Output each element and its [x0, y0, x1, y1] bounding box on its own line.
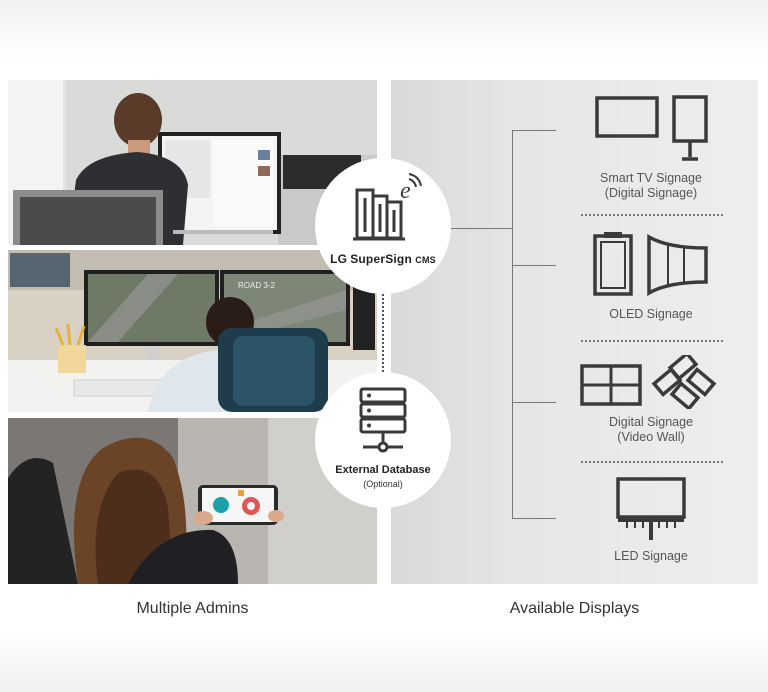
display-label-video-wall: Digital Signage (Video Wall)	[608, 415, 694, 444]
database-title: External Database	[335, 464, 431, 476]
landscape-display-icon	[595, 96, 659, 138]
photo-admin-traffic: ROAD 3-2	[8, 250, 377, 412]
caption-multiple-admins: Multiple Admins	[136, 600, 249, 617]
available-displays-panel	[391, 80, 758, 584]
separator	[581, 340, 723, 342]
cms-brand: LG	[330, 252, 348, 266]
caption-available-displays: Available Displays	[509, 600, 640, 617]
transparent-oled-icon	[593, 232, 633, 296]
video-wall-grid-icon	[580, 364, 642, 406]
building-wireless-icon: e	[353, 173, 422, 241]
database-hub: External Database (Optional)	[315, 372, 451, 508]
svg-text:e: e	[400, 178, 411, 204]
branch-video-wall	[512, 402, 556, 403]
separator	[581, 214, 723, 216]
branch-smart-tv	[512, 130, 556, 131]
server-database-icon	[359, 387, 407, 453]
cms-suffix: CMS	[415, 255, 436, 265]
display-label-oled: OLED Signage	[609, 307, 693, 321]
curved-oled-icon	[647, 234, 708, 296]
cms-database-dotted-link	[382, 294, 384, 372]
cms-product: SuperSign	[350, 252, 412, 266]
database-subtitle: (Optional)	[363, 479, 403, 489]
separator	[581, 461, 723, 463]
led-billboard-icon	[616, 477, 686, 540]
display-bus-line	[512, 130, 513, 519]
display-label-led: LED Signage	[614, 549, 688, 563]
display-label-smart-tv: Smart TV Signage (Digital Signage)	[600, 171, 702, 200]
branch-led	[512, 518, 556, 519]
traffic-road-label: ROAD 3-2	[238, 281, 275, 290]
cms-connector-line	[450, 228, 512, 229]
diamond-video-wall-icon	[651, 355, 717, 409]
branch-oled	[512, 265, 556, 266]
portrait-stand-display-icon	[672, 95, 708, 161]
